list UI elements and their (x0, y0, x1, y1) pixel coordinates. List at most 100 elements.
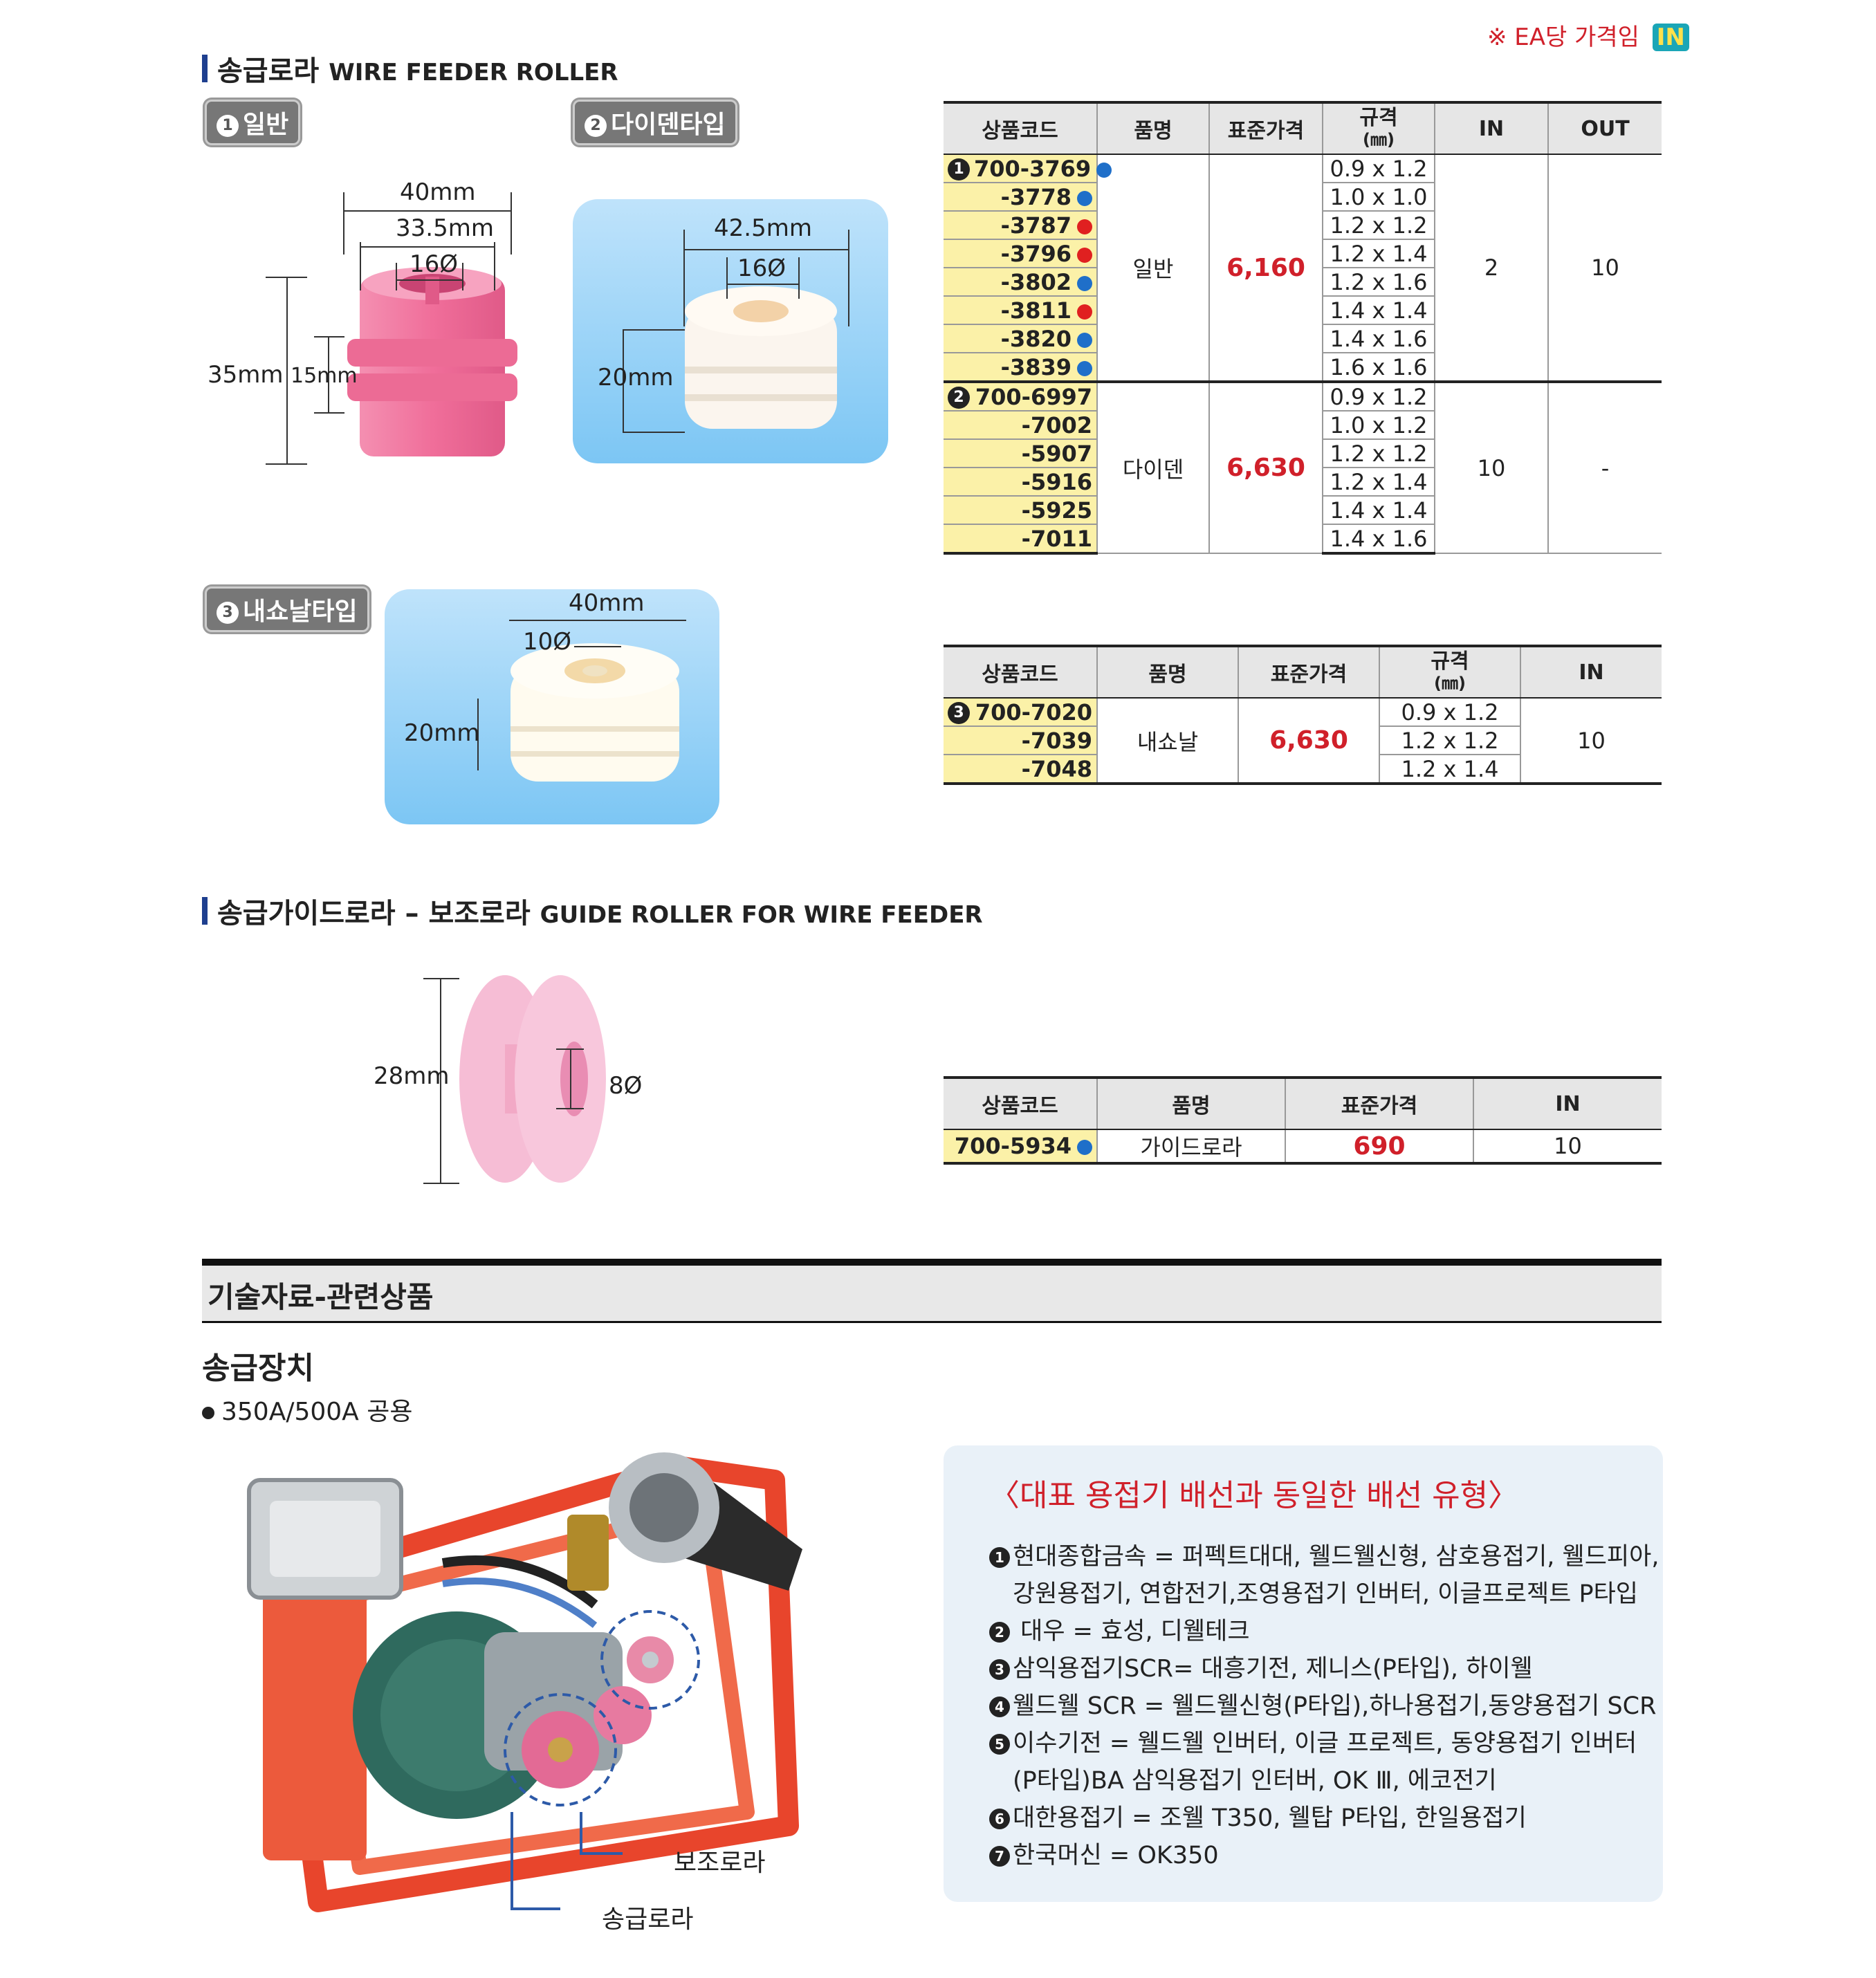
dim-line (266, 277, 307, 278)
dim-daiden-bore: 16Ø (737, 255, 787, 282)
product-price: 690 (1285, 1129, 1474, 1165)
product-code: -3787 (944, 210, 1098, 240)
dim-line (511, 192, 512, 255)
product-code: -5916 (944, 467, 1098, 497)
dim-line (509, 620, 686, 621)
wire-feeder-photo (247, 1452, 802, 1912)
section-title-wire-feeder: 송급로라 WIRE FEEDER ROLLER (202, 48, 618, 89)
table-row: -7039 1.2 x 1.2 (944, 725, 1662, 755)
product-spec: 1.4 x 1.4 (1322, 295, 1435, 325)
product-name: 다이덴 (1096, 380, 1210, 554)
table-row: 700-5934 가이드로라 690 10 (944, 1129, 1662, 1165)
dim-guide-bore: 8Ø (609, 1072, 643, 1100)
product-code: -3839 (944, 352, 1098, 383)
table-header-row: 상품코드 품명 표준가격 규격(㎜) IN (944, 645, 1662, 699)
product-in: 10 (1520, 697, 1662, 785)
product-price: 6,160 (1208, 154, 1323, 382)
dim-line (440, 978, 441, 1183)
product-in: 10 (1434, 380, 1549, 554)
dim-line (343, 210, 511, 212)
section-title-guide-roller: 송급가이드로라 – 보조로라 GUIDE ROLLER FOR WIRE FEE… (202, 891, 983, 931)
product-spec: 1.0 x 1.0 (1322, 182, 1435, 212)
daiden-roller-illustration (685, 286, 837, 429)
dim-line (396, 263, 397, 290)
dim-line (494, 242, 495, 290)
product-price: 6,630 (1208, 380, 1323, 554)
dim-line (328, 336, 329, 412)
dot-marker (1077, 247, 1092, 263)
price-note: ※ EA당 가격임 IN (1487, 18, 1689, 52)
general-roller-illustration (347, 267, 517, 456)
product-name: 일반 (1096, 154, 1210, 382)
dim-line (314, 412, 344, 414)
product-spec: 1.2 x 1.2 (1379, 725, 1520, 755)
dim-line (798, 257, 800, 299)
product-code: -7039 (944, 725, 1098, 755)
header-in: IN (1520, 645, 1662, 699)
dot-marker (1077, 190, 1092, 206)
dim-line (570, 1048, 571, 1108)
product-code: -7002 (944, 410, 1098, 440)
dim-line (556, 1108, 584, 1109)
dim-line (848, 230, 849, 326)
header-name: 품명 (1096, 1076, 1286, 1130)
product-code: 700-5934 (944, 1129, 1098, 1165)
label-feed-roller: 송급로라 (602, 1905, 694, 1934)
dim-daiden-height: 20mm (598, 364, 674, 391)
wiring-reference-box (944, 1445, 1663, 1902)
dot-marker (1077, 360, 1092, 376)
header-in: IN (1434, 101, 1549, 155)
dim-line (360, 246, 494, 248)
product-spec: 0.9 x 1.2 (1322, 154, 1435, 183)
product-spec: 1.2 x 1.2 (1322, 210, 1435, 240)
dim-line (623, 329, 624, 432)
dim-national-height: 20mm (404, 719, 480, 747)
title-bar (202, 55, 208, 82)
national-roller-illustration (511, 643, 679, 782)
feeder-title: 송급장치 (202, 1351, 314, 1386)
product-in: 10 (1473, 1129, 1662, 1165)
tech-data-header: 기술자료-관련상품 (202, 1259, 1662, 1323)
in-badge: IN (1652, 24, 1689, 51)
table-row: -3787 1.2 x 1.2 (944, 210, 1662, 240)
dim-line (623, 329, 685, 331)
product-spec: 1.4 x 1.6 (1322, 324, 1435, 353)
header-spec: 규격(㎜) (1379, 645, 1521, 699)
header-price: 표준가격 (1238, 645, 1380, 699)
wiring-reference-line: 2 대우 = 효성, 디웰테크 (989, 1611, 1250, 1647)
product-name: 가이드로라 (1096, 1129, 1286, 1165)
product-spec: 0.9 x 1.2 (1379, 697, 1521, 727)
dim-national-bore: 10Ø (523, 628, 572, 656)
dim-line (423, 978, 459, 979)
header-code: 상품코드 (944, 645, 1098, 699)
product-spec: 1.2 x 1.2 (1322, 438, 1435, 468)
product-price: 6,630 (1238, 697, 1380, 785)
product-code: -7011 (944, 524, 1098, 555)
label-aux-roller: 보조로라 (674, 1849, 766, 1877)
product-spec: 0.9 x 1.2 (1322, 381, 1435, 412)
product-out: - (1547, 380, 1662, 554)
dim-general-height: 35mm (208, 361, 284, 389)
header-spec: 규격(㎜) (1322, 101, 1435, 155)
dot-marker (1096, 162, 1112, 178)
dot-marker (1077, 219, 1092, 234)
product-code: -3778 (944, 182, 1098, 212)
